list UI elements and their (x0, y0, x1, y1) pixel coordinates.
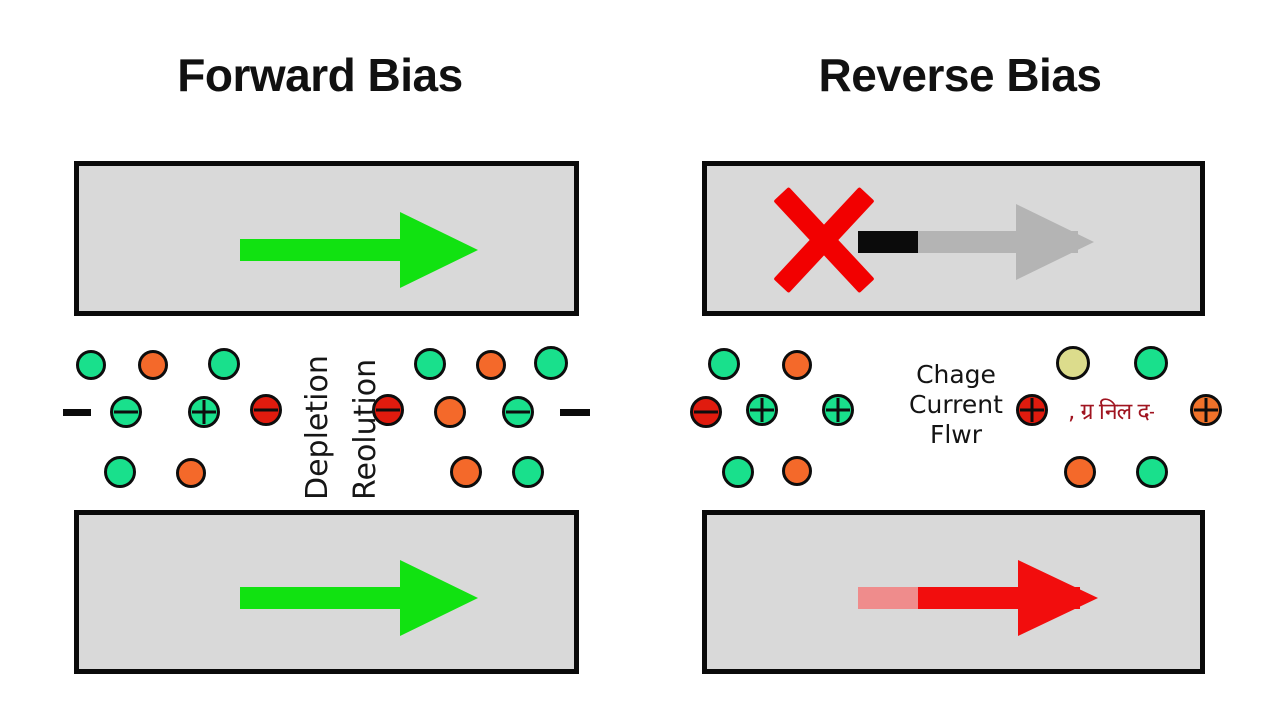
caption-line-2: Current (909, 390, 1003, 419)
electron-particle (1134, 346, 1168, 380)
arrow-tail-black (858, 231, 920, 253)
hole-particle (1064, 456, 1096, 488)
electron-particle (208, 348, 240, 380)
sign-vertical-stroke (1204, 398, 1208, 422)
hole-particle (450, 456, 482, 488)
electron-particle (512, 456, 544, 488)
arrow-head (1016, 204, 1094, 280)
ion-positive-particle (1190, 394, 1222, 426)
electron-particle (534, 346, 568, 380)
ion-positive-particle (1016, 394, 1048, 426)
sign-vertical-stroke (1030, 398, 1034, 422)
hole-particle (434, 396, 466, 428)
forward-top-semiconductor-block (74, 161, 579, 316)
arrow-head (400, 560, 478, 636)
sign-horizontal-stroke (506, 410, 530, 414)
garbled-red-text-artifact: , ग्र निल द— (1068, 399, 1154, 425)
electron-particle (76, 350, 106, 380)
charge-current-flow-caption: Chage Current Flwr (886, 360, 1026, 450)
ion-negative-particle (690, 396, 722, 428)
arrow-head (1018, 560, 1098, 636)
ion-negative-particle (250, 394, 282, 426)
electron-particle (722, 456, 754, 488)
electron-particle (1136, 456, 1168, 488)
terminal-left-dash-icon (63, 409, 91, 416)
ion-positive-particle (822, 394, 854, 426)
blocked-cross-icon (768, 174, 880, 306)
page-title-forward-bias: Forward Bias (177, 49, 463, 101)
depletion-reduction-label: Reolution (348, 358, 383, 500)
page-title-reverse-bias: Reverse Bias (818, 49, 1102, 101)
sign-horizontal-stroke (114, 410, 138, 414)
hole-particle (782, 350, 812, 380)
reverse-bottom-current-arrow-icon (858, 558, 1104, 638)
electron-particle (104, 456, 136, 488)
ion-negative-particle (110, 396, 142, 428)
sign-vertical-stroke (760, 398, 764, 422)
arrow-shaft (240, 239, 402, 261)
sign-horizontal-stroke (694, 410, 718, 414)
arrow-head (400, 212, 478, 288)
caption-line-3: Flwr (929, 420, 983, 449)
forward-top-current-arrow-icon (240, 210, 478, 290)
ion-negative-particle (502, 396, 534, 428)
electron-particle (414, 348, 446, 380)
neutral-particle (1056, 346, 1090, 380)
forward-bottom-current-arrow-icon (240, 558, 478, 638)
ion-negative-particle (372, 394, 404, 426)
reverse-top-blocked-arrow-icon (858, 202, 1096, 282)
caption-line-1: Chage (916, 360, 996, 389)
hole-particle (138, 350, 168, 380)
sign-vertical-stroke (836, 398, 840, 422)
hole-particle (476, 350, 506, 380)
depletion-region-label: Depletion (300, 355, 335, 500)
ion-positive-particle (188, 396, 220, 428)
electron-particle (708, 348, 740, 380)
arrow-shaft (240, 587, 402, 609)
sign-horizontal-stroke (376, 408, 400, 412)
terminal-right-dash-icon (560, 409, 590, 416)
sign-horizontal-stroke (254, 408, 278, 412)
arrow-tail-light (858, 587, 920, 609)
hole-particle (176, 458, 206, 488)
hole-particle (782, 456, 812, 486)
sign-vertical-stroke (202, 400, 206, 424)
ion-positive-particle (746, 394, 778, 426)
